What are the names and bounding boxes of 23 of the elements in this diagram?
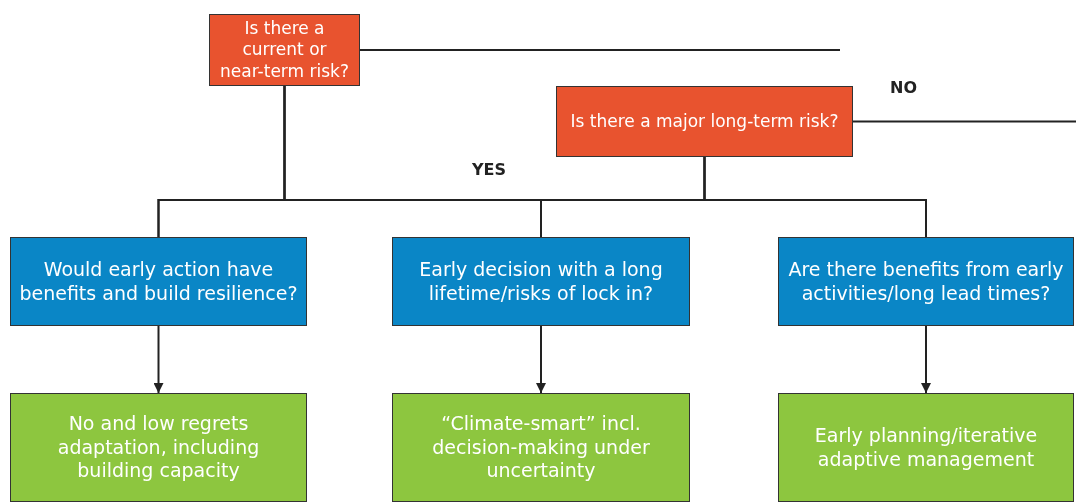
- box-text: Is there a major long-term risk?: [570, 110, 839, 133]
- decision-box: [392, 237, 690, 326]
- box-text: “Climate-smart” incl. decision-making under uncertainty: [431, 411, 651, 484]
- line: [852, 120, 1076, 123]
- box-text: Are there benefits from early activities/long lead times?: [787, 257, 1065, 306]
- line: [359, 49, 841, 51]
- arrow: [536, 325, 546, 394]
- question-box: [556, 86, 853, 157]
- box-text: Early decision with a long lifetime/risks of lock in?: [418, 257, 664, 306]
- outcome-box: [392, 393, 690, 502]
- decision-box: [10, 237, 307, 326]
- box-text: Would early action have benefits and build resilience?: [19, 257, 298, 306]
- box-text: No and low regrets adaptation, including building capacity: [56, 411, 261, 484]
- question-box: [209, 14, 360, 86]
- outcome-box: [778, 393, 1074, 502]
- branch-label: YES: [472, 160, 507, 179]
- branch-label: NO: [890, 78, 917, 97]
- decision-box: [778, 237, 1074, 326]
- box-text: Early planning/iterative adaptive management: [813, 423, 1039, 472]
- outcome-box: [10, 393, 307, 502]
- arrow: [921, 325, 931, 394]
- box-text: Is there a current or near-term risk?: [219, 18, 350, 82]
- arrow: [153, 325, 164, 394]
